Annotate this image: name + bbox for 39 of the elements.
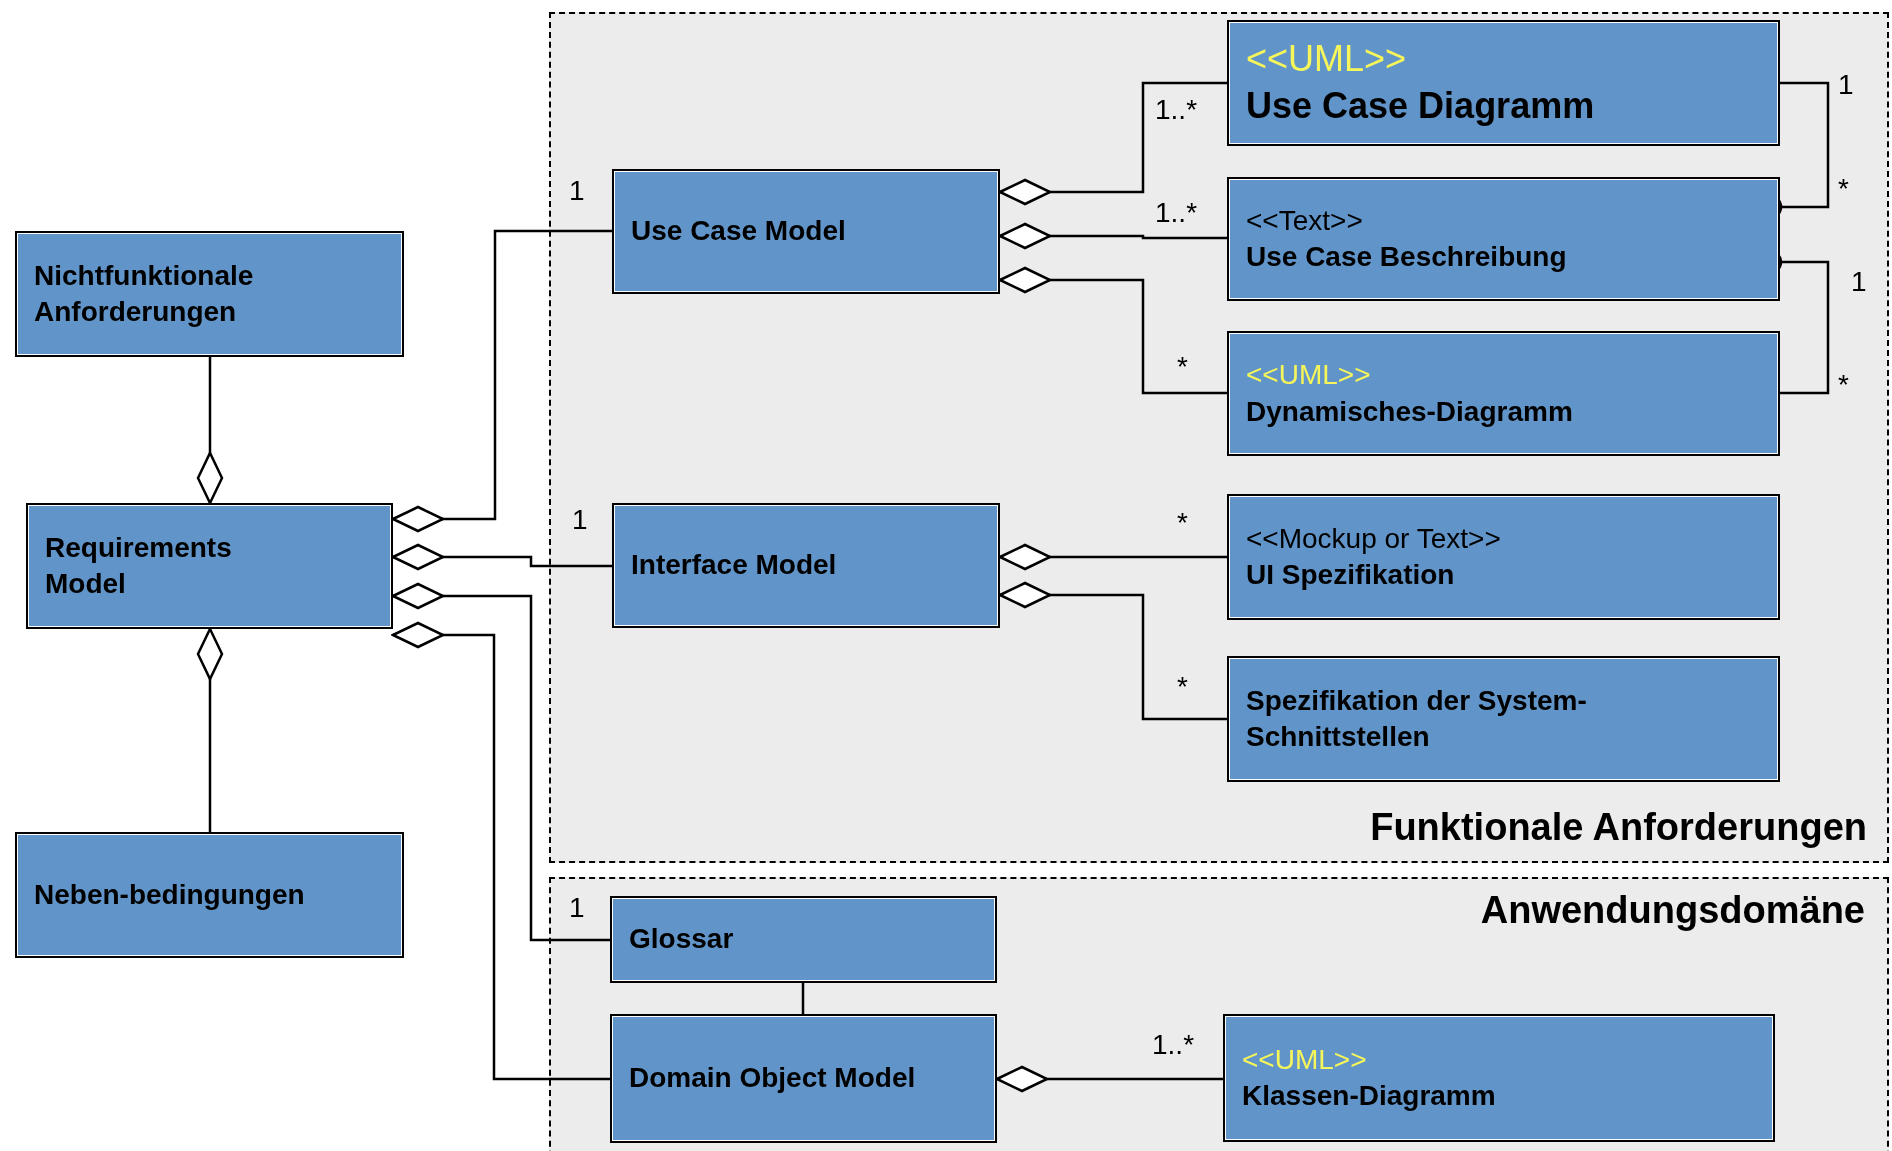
- class-box: [612, 503, 1000, 628]
- stereotype-label: <<UML>>: [1242, 1042, 1368, 1077]
- class-name: Dynamisches-Diagramm: [1246, 394, 1574, 429]
- aggregation-line: [196, 627, 224, 832]
- class-name: Neben-bedingungen: [34, 877, 306, 912]
- aggregation-line: [391, 621, 610, 1081]
- class-name: Requirements Model: [45, 530, 233, 601]
- class-box: [1223, 1014, 1775, 1142]
- class-box: [610, 1014, 997, 1143]
- class-box: [26, 503, 393, 629]
- class-name: Glossar: [629, 922, 735, 957]
- stereotype-label: <<Text>>: [1246, 203, 1364, 238]
- class-box: [612, 169, 1000, 294]
- class-name: Use Case Diagramm: [1246, 84, 1596, 128]
- class-name: Interface Model: [631, 548, 838, 583]
- aggregation-line: [196, 357, 224, 505]
- class-box: [1227, 331, 1780, 456]
- package-frame: [549, 877, 1889, 1151]
- class-box: [1227, 494, 1780, 620]
- association-line: [801, 983, 805, 1014]
- class-box: [1227, 20, 1780, 146]
- class-box: [15, 231, 404, 357]
- class-box: [1227, 177, 1780, 301]
- package-title: Funktionale Anforderungen: [1370, 806, 1867, 849]
- class-box: [1227, 656, 1780, 782]
- class-box: [610, 896, 997, 983]
- class-box: [15, 832, 404, 958]
- class-name: UI Spezifikation: [1246, 558, 1456, 592]
- package-title: Anwendungsdomäne: [1480, 889, 1865, 932]
- package-frame: [549, 12, 1889, 863]
- stereotype-label: <<UML>>: [1246, 37, 1408, 82]
- class-name: Klassen-Diagramm: [1242, 1079, 1497, 1113]
- stereotype-label: <<UML>>: [1246, 358, 1372, 393]
- class-name: Use Case Beschreibung: [1246, 240, 1568, 274]
- class-name: Nichtfunktionale Anforderungen: [34, 258, 255, 329]
- class-name: Domain Object Model: [629, 1061, 917, 1096]
- class-name: Spezifikation der System-Schnittstellen: [1246, 683, 1588, 754]
- class-name: Use Case Model: [631, 214, 847, 249]
- stereotype-label: <<Mockup or Text>>: [1246, 521, 1502, 556]
